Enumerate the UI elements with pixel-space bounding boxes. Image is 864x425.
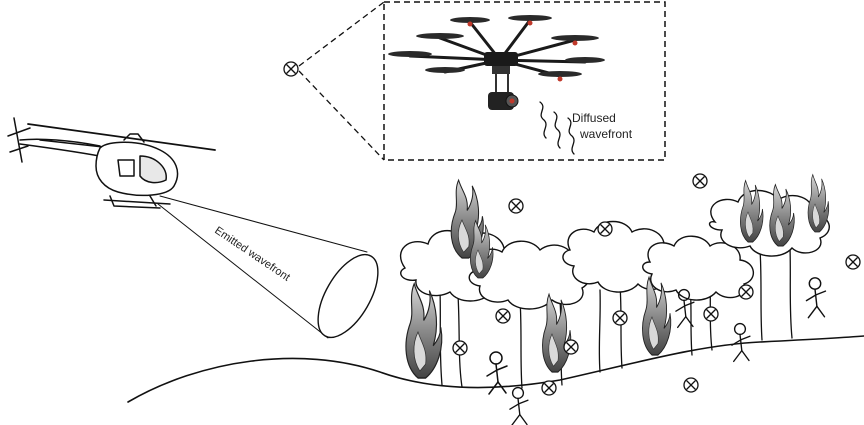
drone-inset: Diffused wavefront [298, 1, 666, 161]
diffused-wave-lines [539, 101, 575, 155]
wavefront-ellipse [317, 253, 379, 339]
sensor-marker-icon [703, 306, 719, 322]
sensor-marker-icon [683, 377, 699, 393]
sensor-marker-icon [563, 339, 579, 355]
sensor-marker-icon [597, 221, 613, 237]
drone-icon [388, 15, 605, 110]
sensor-marker-icon [495, 308, 511, 324]
helicopter-icon [7, 117, 216, 209]
sensor-marker-icon [612, 310, 628, 326]
sensor-marker-icon [692, 173, 708, 189]
sensor-marker-icon [508, 198, 524, 214]
diffused-label-line1: Diffused [572, 111, 616, 125]
diffused-label-line2: wavefront [579, 127, 633, 141]
sensor-marker-icon [283, 61, 299, 77]
forest-canopy [399, 189, 830, 310]
emitted-wavefront-label: Emitted wavefront [212, 225, 292, 284]
inset-connector [298, 1, 385, 161]
emitted-beam: Emitted wavefront [157, 195, 379, 339]
ground-line [127, 335, 864, 403]
sensor-marker-icon [738, 284, 754, 300]
sensor-marker-icon [541, 380, 557, 396]
sensor-marker-icon [452, 340, 468, 356]
sensor-marker-icon [845, 254, 861, 270]
